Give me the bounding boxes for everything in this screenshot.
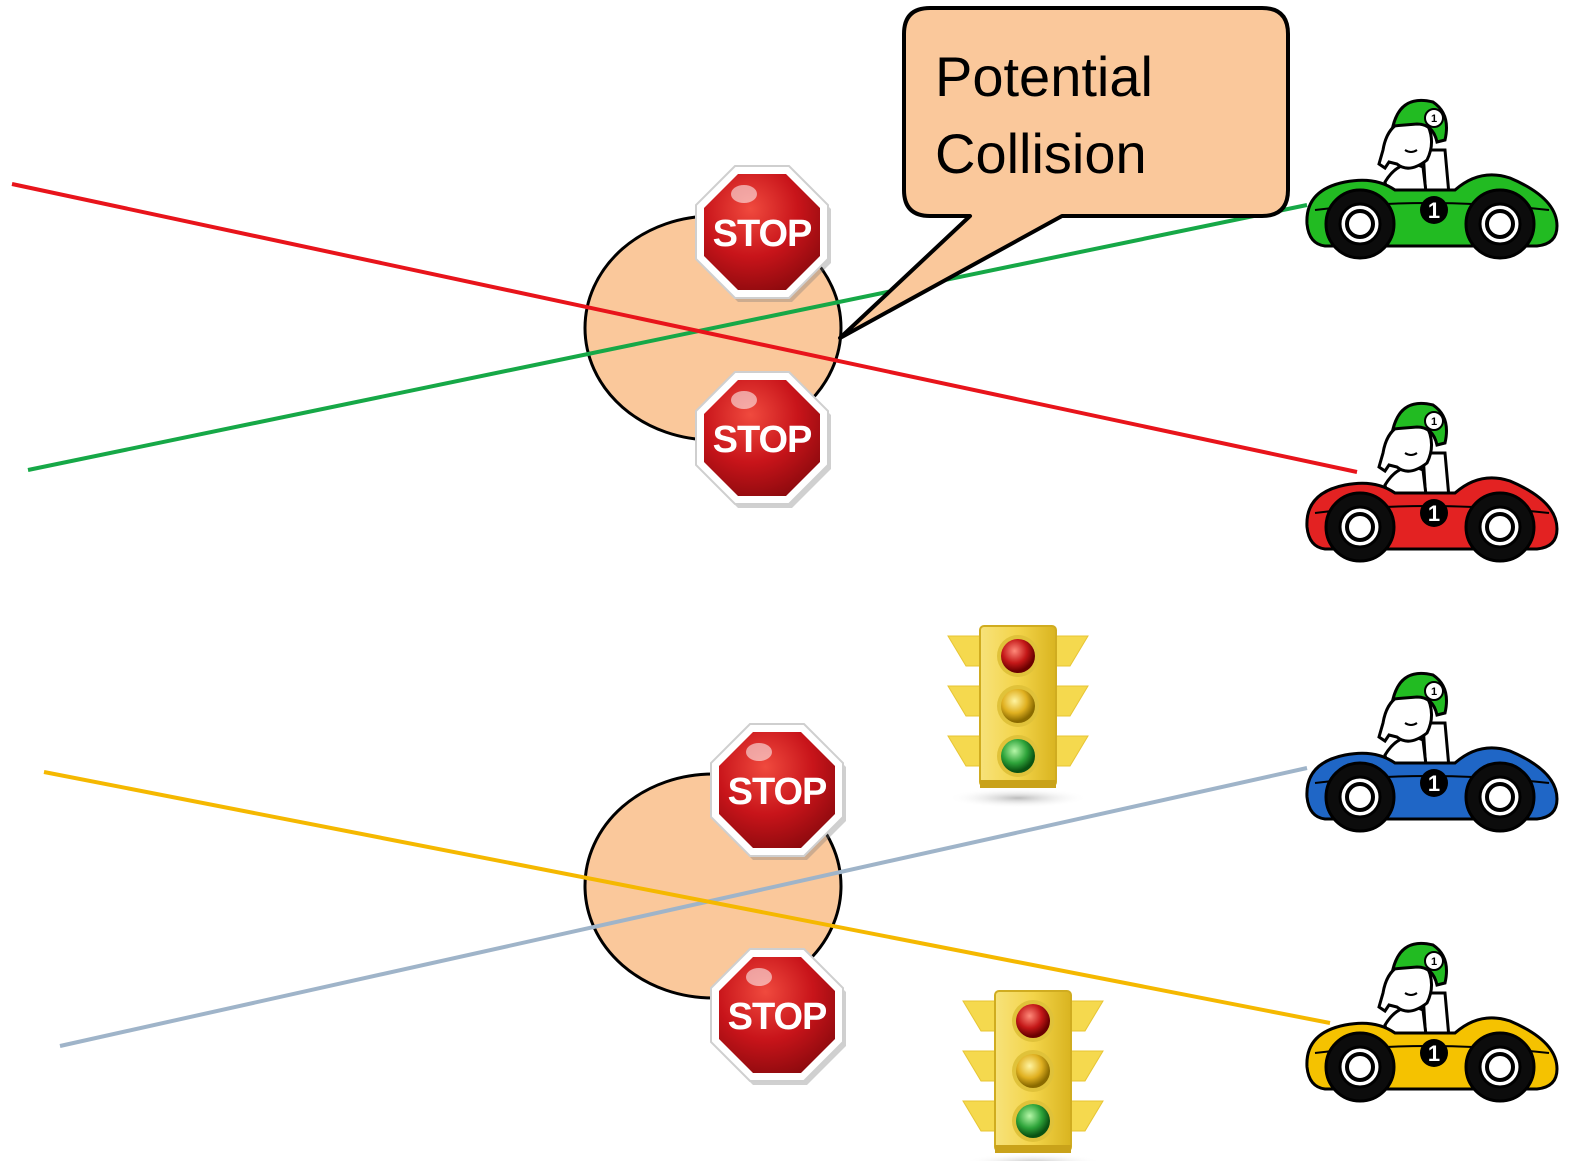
stop-sign-label: STOP [713, 419, 812, 461]
green-race-car-icon: 1 [1305, 98, 1559, 260]
car-number: 1 [1428, 1041, 1440, 1066]
gold-race-car-icon: 1 [1305, 941, 1559, 1103]
stop-sign-bottom-2: STOP [710, 948, 847, 1086]
red-race-car-icon: 1 [1305, 401, 1559, 563]
scenario-top: STOP STOP Potential Collision [11, 6, 1358, 509]
green-car-path [27, 203, 1308, 472]
stop-sign-label: STOP [728, 996, 827, 1038]
stop-sign-label: STOP [713, 213, 812, 255]
scenario-bottom: STOP STOP [43, 625, 1331, 1161]
car-number: 1 [1428, 198, 1440, 223]
stop-sign-top-1: STOP [695, 165, 832, 303]
traffic-light-icon [947, 625, 1089, 809]
stop-sign-top-2: STOP [695, 371, 832, 509]
callout-line-2: Collision [935, 122, 1147, 185]
car-number: 1 [1428, 501, 1440, 526]
stop-sign-bottom-1: STOP [710, 723, 847, 861]
car-number: 1 [1428, 771, 1440, 796]
steel-car-path [59, 766, 1308, 1048]
traffic-light-icon [962, 990, 1104, 1161]
red-car-path [11, 182, 1358, 474]
stop-sign-label: STOP [728, 771, 827, 813]
blue-race-car-icon: 1 [1305, 671, 1559, 833]
gold-car-path [43, 770, 1331, 1025]
callout-line-1: Potential [935, 45, 1153, 108]
potential-collision-callout: Potential Collision [838, 6, 1290, 340]
